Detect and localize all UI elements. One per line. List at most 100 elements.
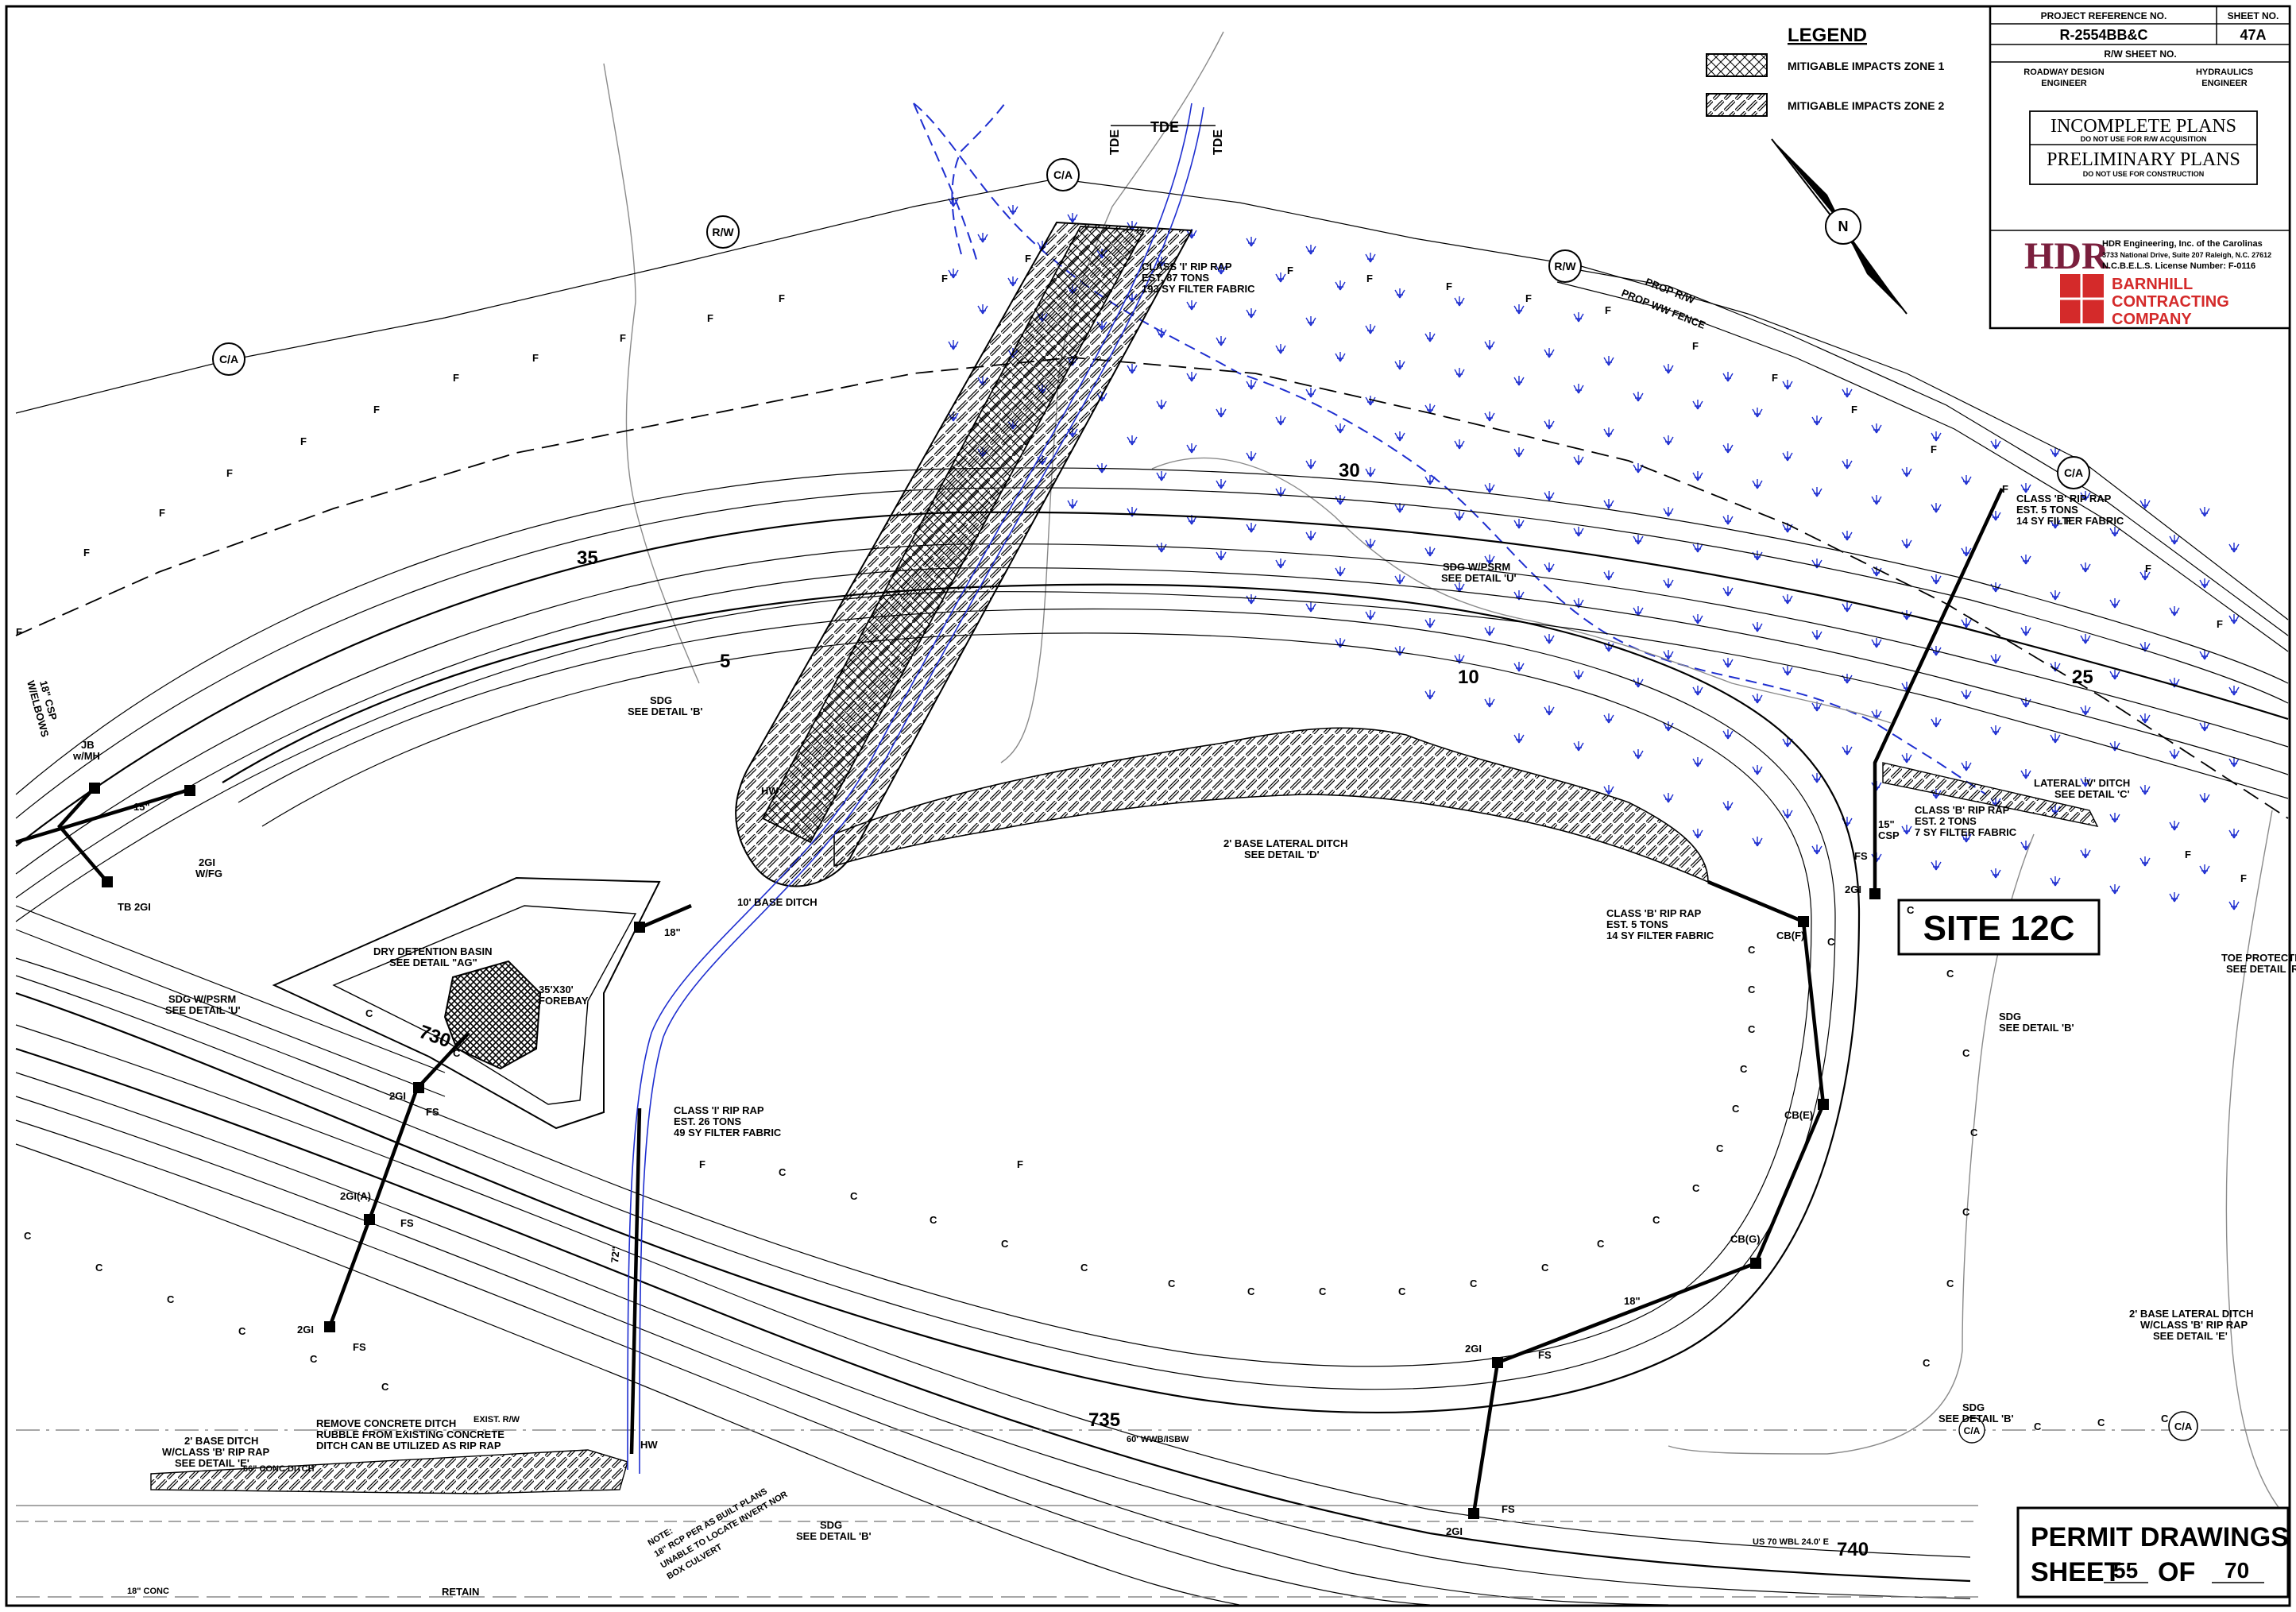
wetland-symbol <box>2169 748 2180 760</box>
svg-text:CLASS 'B' RIP RAP: CLASS 'B' RIP RAP <box>2016 493 2112 504</box>
svg-text:SEE DETAIL 'E': SEE DETAIL 'E' <box>2153 1330 2228 1342</box>
fence-mark: F <box>1772 372 1778 384</box>
svg-text:JB: JB <box>81 739 95 751</box>
cut-mark: C <box>1970 1127 1978 1138</box>
wetland-symbol <box>1692 828 1703 839</box>
svg-text:HW: HW <box>761 785 779 797</box>
svg-text:FS: FS <box>426 1106 439 1118</box>
sheet-no-label: SHEET NO. <box>2228 10 2279 21</box>
wetland-symbol <box>1246 236 1257 247</box>
cut-mark: C <box>1827 936 1835 948</box>
wetland-symbol <box>1752 621 1763 632</box>
wetland-symbol <box>2228 899 2240 910</box>
wetland-symbol <box>1722 586 1734 597</box>
wetland-symbol <box>1722 443 1734 454</box>
wetland-symbol <box>1275 558 1286 569</box>
wetland-symbol <box>1931 717 1942 728</box>
callout-forebay: 35'X30' FOREBAY <box>539 984 589 1007</box>
callout-sdg-b-left: SDG SEE DETAIL 'B' <box>628 694 703 717</box>
legend-label-zone2: MITIGABLE IMPACTS ZONE 2 <box>1788 99 1945 112</box>
svg-text:18": 18" <box>664 926 681 938</box>
cut-mark: C <box>2034 1421 2042 1432</box>
wetland-symbol <box>1127 363 1138 374</box>
cut-mark: C <box>24 1230 32 1242</box>
fence-mark: F <box>300 435 307 447</box>
wetland-symbol <box>1216 407 1227 418</box>
svg-text:2GI: 2GI <box>1446 1525 1463 1537</box>
fence-mark: F <box>1017 1158 1023 1170</box>
fence-mark: F <box>373 404 380 416</box>
wetland-symbol <box>1663 363 1674 374</box>
wetland-symbol <box>1692 756 1703 767</box>
wetland-symbol <box>1544 705 1555 716</box>
wetland-symbol <box>977 303 988 315</box>
wetland-symbol <box>1156 542 1167 553</box>
sheet-border <box>5 5 2291 1607</box>
hdr-line-3: N.C.B.E.L.S. License Number: F-0116 <box>2102 261 2255 271</box>
svg-text:5: 5 <box>720 651 730 672</box>
prop-ww-fence <box>1556 281 2289 652</box>
svg-text:FS: FS <box>1854 850 1868 862</box>
wetland-symbol <box>1901 752 1912 763</box>
wetland-symbol <box>1782 665 1793 676</box>
svg-text:SEE DETAIL 'B': SEE DETAIL 'B' <box>1999 1022 2074 1034</box>
wetland-symbol <box>1156 470 1167 481</box>
ca-markers: C/A C/A C/A C/A C/A <box>212 158 2198 1444</box>
svg-text:18": 18" <box>1624 1295 1641 1307</box>
svg-text:193 SY FILTER FABRIC: 193 SY FILTER FABRIC <box>1142 283 1255 295</box>
callout-base-ditch-10: 10' BASE DITCH <box>737 896 818 908</box>
svg-text:RUBBLE FROM EXISTING CONCRETE: RUBBLE FROM EXISTING CONCRETE <box>316 1428 504 1440</box>
svg-text:35'X30': 35'X30' <box>539 984 574 995</box>
drainage-pipes <box>15 488 2004 1514</box>
svg-text:C/A: C/A <box>2064 466 2083 479</box>
fence-mark: F <box>159 507 165 519</box>
wetland-symbol <box>1365 609 1376 620</box>
wetland-symbol <box>1633 462 1644 474</box>
wetland-symbol <box>1335 280 1346 291</box>
wetland-boundary-left <box>913 102 978 263</box>
fence-mark: F <box>2185 849 2191 860</box>
svg-text:EST. 2 TONS: EST. 2 TONS <box>1915 815 1977 827</box>
svg-text:TDE: TDE <box>1108 130 1122 155</box>
roadway-design-2: ENGINEER <box>2041 79 2087 88</box>
wetland-symbol <box>1722 514 1734 525</box>
fence-mark: F <box>699 1158 705 1170</box>
svg-text:FS: FS <box>1502 1503 1515 1515</box>
cut-mark: C <box>779 1166 787 1178</box>
label-conc-66: 66" CONC DITCH <box>243 1464 315 1474</box>
project-ref-label: PROJECT REFERENCE NO. <box>2041 10 2167 21</box>
tree-line-mid <box>1151 457 1892 724</box>
svg-text:SEE DETAIL 'U': SEE DETAIL 'U' <box>165 1004 241 1016</box>
wetland-symbol <box>1573 454 1584 466</box>
wetland-symbol <box>1752 764 1763 775</box>
cut-mark: C <box>167 1293 175 1305</box>
wetland-symbol <box>1305 244 1316 255</box>
permit-drawings-box: PERMIT DRAWINGS SHEET 55 OF 70 <box>2016 1506 2290 1598</box>
roadway-design-1: ROADWAY DESIGN <box>2023 68 2105 77</box>
svg-text:SITE 12C: SITE 12C <box>1923 909 2075 948</box>
wetland-symbol <box>1365 466 1376 477</box>
preliminary-plans-sub: DO NOT USE FOR CONSTRUCTION <box>2083 170 2205 178</box>
wetland-symbol <box>1484 625 1495 636</box>
wetland-symbol <box>1782 450 1793 462</box>
wetland-symbol <box>1603 570 1614 581</box>
wetland-symbol <box>1544 419 1555 430</box>
wetland-symbol <box>1454 296 1465 307</box>
svg-text:30: 30 <box>1339 460 1360 481</box>
wetland-symbol <box>1275 343 1286 354</box>
svg-text:2GI(A): 2GI(A) <box>340 1190 371 1202</box>
wetland-symbol <box>1722 371 1734 382</box>
wetland-symbol <box>2169 891 2180 903</box>
svg-text:49 SY FILTER FABRIC: 49 SY FILTER FABRIC <box>674 1127 782 1138</box>
wetland-symbol <box>1394 288 1405 299</box>
legend-swatch-zone2 <box>1706 93 1768 117</box>
wetland-symbol <box>1961 760 1972 771</box>
wetland-symbol <box>1692 399 1703 410</box>
fence-mark: F <box>1366 273 1373 284</box>
barnhill-line-3: COMPANY <box>2112 311 2192 328</box>
label-wwb-isbw: 60' WWB/ISBW <box>1127 1435 1189 1444</box>
wetland-symbol <box>1186 300 1197 311</box>
wetland-symbol <box>1454 510 1465 521</box>
wetland-symbol <box>1275 415 1286 426</box>
wetland-symbol <box>2139 856 2151 867</box>
